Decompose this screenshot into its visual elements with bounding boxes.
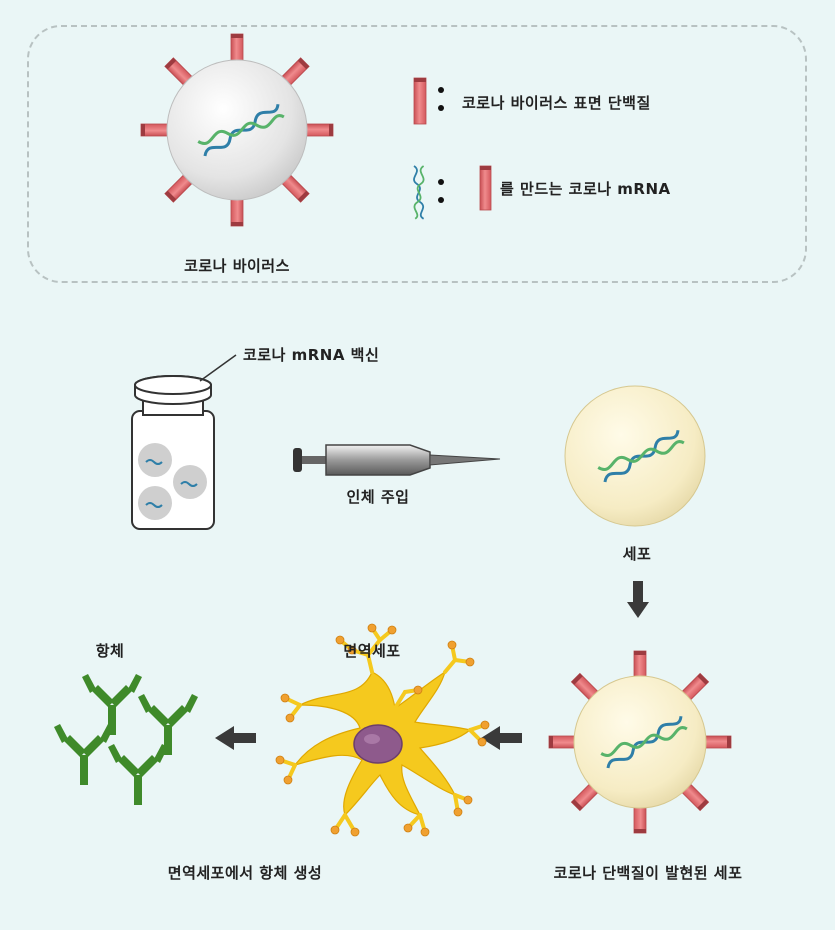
colon-dot (438, 87, 444, 93)
cell-graphic (564, 385, 706, 527)
spike-protein-legend-text: 코로나 바이러스 표면 단백질 (462, 94, 651, 112)
mrna-legend-text: 를 만드는 코로나 mRNA (500, 180, 671, 198)
colon-dot (438, 105, 444, 111)
cell-label: 세포 (622, 545, 652, 563)
immune-cell-graphic (275, 623, 490, 837)
injection-label: 인체 주입 (346, 488, 410, 506)
spike-protein-icon (413, 77, 427, 125)
antibody-label: 항체 (95, 642, 125, 660)
spike-protein-icon (479, 165, 492, 211)
arrow-left-icon (215, 726, 256, 750)
vaccine-vial (131, 375, 215, 530)
immune-cell-label: 면역세포 (343, 642, 401, 660)
mrna-icon (413, 165, 425, 220)
syringe-graphic (293, 444, 501, 476)
expressed-cell-graphic (548, 650, 732, 834)
vaccine-label: 코로나 mRNA 백신 (243, 346, 380, 364)
antibody-group (54, 674, 198, 805)
colon-dot (438, 197, 444, 203)
colon-dot (438, 179, 444, 185)
vaccine-leader-line (199, 354, 237, 382)
legend-panel (27, 25, 807, 283)
expressed-cell-label: 코로나 단백질이 발현된 세포 (553, 864, 743, 882)
arrow-down-icon (627, 581, 649, 618)
coronavirus-graphic (140, 33, 334, 227)
arrow-left-icon (481, 726, 522, 750)
antibody-production-label: 면역세포에서 항체 생성 (167, 864, 323, 882)
virus-label: 코로나 바이러스 (184, 257, 290, 275)
